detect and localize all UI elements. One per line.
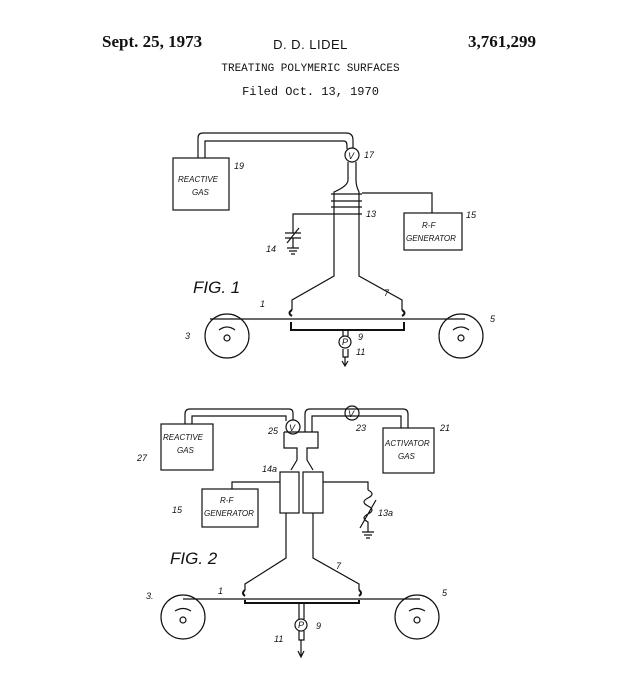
t-piece xyxy=(284,432,318,470)
ref-5: 5 xyxy=(490,314,496,324)
box-label: GENERATOR xyxy=(204,509,254,518)
ref-25: 25 xyxy=(267,426,279,436)
ref-9: 9 xyxy=(316,621,321,631)
ref-9: 9 xyxy=(358,332,363,342)
ref-11: 11 xyxy=(356,347,365,357)
rotation-arrow-icon xyxy=(453,327,469,330)
ref-15: 15 xyxy=(466,210,477,220)
box-label: REACTIVE xyxy=(163,433,204,442)
figure-2: REACTIVE GAS 27 V 25 V 23 ACTIVATOR GAS … xyxy=(136,406,450,657)
ref-1: 1 xyxy=(218,586,223,596)
capacitor-wire xyxy=(285,214,331,254)
roll-axle xyxy=(414,617,420,623)
electrode-right xyxy=(303,472,323,513)
chamber-7 xyxy=(290,310,405,330)
column xyxy=(245,513,359,590)
supply-roll xyxy=(205,314,249,358)
roll-axle xyxy=(224,335,230,341)
valve-label: V xyxy=(348,151,355,161)
ref-17: 17 xyxy=(364,150,375,160)
inductor-13a xyxy=(323,482,376,538)
fig-1-caption: FIG. 1 xyxy=(193,278,240,297)
pump-label: P xyxy=(342,337,348,347)
box-label: GAS xyxy=(398,452,416,461)
ref-11: 11 xyxy=(274,634,283,644)
ref-7: 7 xyxy=(336,561,342,571)
gas-pipe xyxy=(198,133,353,158)
box-label: GAS xyxy=(177,446,195,455)
ref-23: 23 xyxy=(355,423,366,433)
ref-14: 14 xyxy=(266,244,276,254)
valve-label: V xyxy=(348,409,355,419)
pump-label: P xyxy=(298,620,304,630)
box-label: R-F xyxy=(220,496,234,505)
box-label: ACTIVATOR xyxy=(384,439,430,448)
figure-1: REACTIVE GAS 19 V 17 13 R-F GENERATOR 15… xyxy=(173,133,496,366)
rotation-arrow-icon xyxy=(175,609,191,612)
rotation-arrow-icon xyxy=(219,327,235,330)
rotation-arrow-icon xyxy=(409,609,425,612)
ref-5: 5 xyxy=(442,588,448,598)
gas-pipe-inner xyxy=(205,141,347,158)
ref-1: 1 xyxy=(260,299,265,309)
reactive-pipe xyxy=(185,409,293,424)
chamber-7 xyxy=(243,590,361,603)
takeup-roll xyxy=(439,314,483,358)
ref-14a: 14a xyxy=(262,464,277,474)
rf-generator-box xyxy=(202,489,258,527)
ref-19: 19 xyxy=(234,161,244,171)
box-label: GAS xyxy=(192,188,210,197)
ref-13a: 13a xyxy=(378,508,393,518)
roll-axle xyxy=(458,335,464,341)
ref-13: 13 xyxy=(366,209,376,219)
rf-wire xyxy=(232,482,280,489)
ref-3: 3. xyxy=(146,591,154,601)
box-label: R-F xyxy=(422,221,436,230)
rf-generator-box xyxy=(404,213,462,250)
ref-15: 15 xyxy=(172,505,183,515)
roll-axle xyxy=(180,617,186,623)
ref-21: 21 xyxy=(439,423,450,433)
box-label: GENERATOR xyxy=(406,234,456,243)
ref-27: 27 xyxy=(136,453,148,463)
coil-13 xyxy=(331,194,362,214)
fig-2-caption: FIG. 2 xyxy=(170,549,218,568)
box-label: REACTIVE xyxy=(178,175,219,184)
electrode-left xyxy=(280,472,299,513)
activator-gas-box xyxy=(383,428,434,473)
reactive-gas-box xyxy=(173,158,229,210)
ref-3: 3 xyxy=(185,331,190,341)
